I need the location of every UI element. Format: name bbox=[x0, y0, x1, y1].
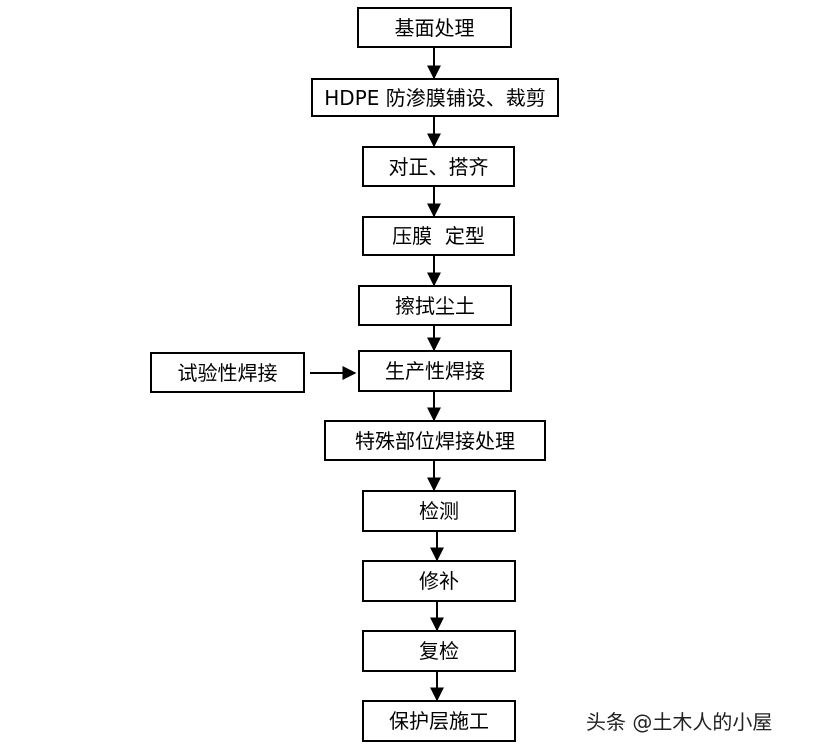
step-base-treatment: 基面处理 bbox=[357, 7, 512, 48]
step-production-welding: 生产性焊接 bbox=[358, 350, 512, 392]
step-wipe-dust: 擦拭尘土 bbox=[358, 285, 512, 326]
step-protective-layer: 保护层施工 bbox=[362, 700, 516, 742]
step-align: 对正、搭齐 bbox=[362, 146, 515, 187]
step-membrane-laying: HDPE 防渗膜铺设、裁剪 bbox=[311, 78, 559, 117]
step-repair: 修补 bbox=[362, 560, 516, 602]
watermark: 头条 @土木人的小屋 bbox=[586, 710, 773, 734]
step-special-welding: 特殊部位焊接处理 bbox=[324, 420, 546, 461]
step-trial-welding: 试验性焊接 bbox=[150, 352, 305, 393]
step-inspection: 检测 bbox=[362, 490, 516, 532]
step-reinspection: 复检 bbox=[362, 630, 516, 672]
step-press-shape: 压膜 定型 bbox=[362, 216, 515, 256]
